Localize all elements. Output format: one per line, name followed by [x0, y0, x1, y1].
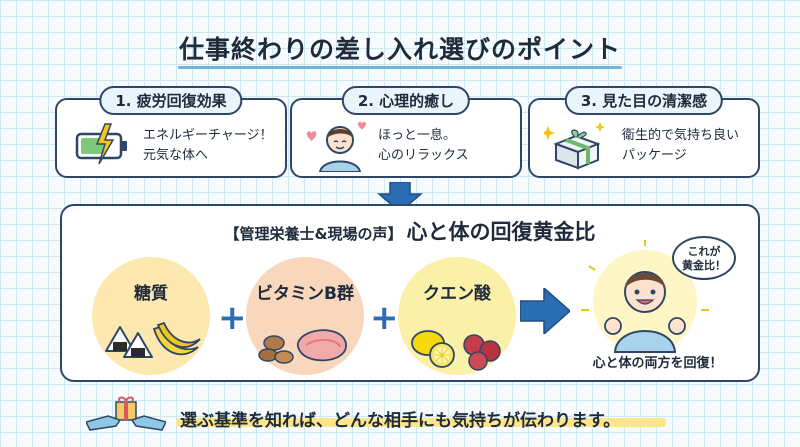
- golden-ratio-heading: 【管理栄養士&現場の声】心と体の回復黄金比: [62, 216, 758, 246]
- point-text-2b: 心のリラックス: [378, 148, 469, 163]
- vitamin-b-label: ビタミンB群: [256, 284, 354, 304]
- battery-charge-icon: [75, 123, 127, 165]
- gift-handover-icon: [86, 396, 166, 431]
- point-card-2: 2. 心理的癒し ほっと一息。 心のリラックス: [290, 86, 522, 178]
- footer-highlight: [176, 418, 666, 427]
- point-text-3a: 衛生的で気持ち良い: [622, 128, 740, 143]
- point-heading-1: 1. 疲労回復効果: [99, 86, 243, 115]
- point-text-1b: 元気な体へ: [143, 148, 209, 163]
- footer-message: 選ぶ基準を知れば、どんな相手にも気持ちが伝わります。: [180, 411, 621, 431]
- point-card-1: 1. 疲労回復効果 エネルギーチャージ！ 元気な体へ: [55, 86, 287, 178]
- point-heading-2: 2. 心理的癒し: [341, 86, 471, 115]
- golden-ratio-title: 心と体の回復黄金比: [406, 220, 596, 244]
- nutritionist-tag: 【管理栄養士&現場の声】: [224, 225, 403, 243]
- plus-sign-2: +: [370, 298, 399, 338]
- bubble-line-2: 黄金比！: [682, 259, 726, 272]
- point-card-3: 3. 見た目の清潔感 衛生的で気持ち良い パッケージ: [528, 86, 760, 178]
- rice-ball-banana-icon: [105, 321, 201, 358]
- right-arrow-icon: [520, 288, 570, 334]
- carbohydrate-label: 糖質: [134, 284, 168, 304]
- result-label: 心と体の両方を回復！: [592, 356, 723, 371]
- nuts-meat-icon: [258, 329, 347, 364]
- page-title: 仕事終わりの差し入れ選びのポイント: [178, 35, 621, 64]
- title-underline: [178, 66, 622, 69]
- point-heading-3: 3. 見た目の清潔感: [564, 86, 724, 115]
- down-arrow-icon: [377, 182, 423, 212]
- lemon-umeboshi-icon: [411, 330, 501, 371]
- point-text-2a: ほっと一息。: [378, 128, 457, 143]
- plus-sign-1: +: [218, 298, 247, 338]
- citric-acid-label: クエン酸: [423, 284, 491, 304]
- relaxed-person-icon: [306, 121, 366, 172]
- happy-person-icon: [581, 240, 709, 354]
- gift-package-icon: [544, 122, 605, 170]
- citric-acid-circle: クエン酸: [398, 257, 516, 375]
- speech-bubble: これが 黄金比！: [672, 236, 736, 280]
- vitamin-b-circle: ビタミンB群: [246, 257, 364, 375]
- point-text-1a: エネルギーチャージ！: [143, 128, 273, 143]
- carbohydrate-circle: 糖質: [92, 257, 210, 375]
- bubble-line-1: これが: [687, 245, 721, 258]
- point-text-3b: パッケージ: [622, 148, 687, 163]
